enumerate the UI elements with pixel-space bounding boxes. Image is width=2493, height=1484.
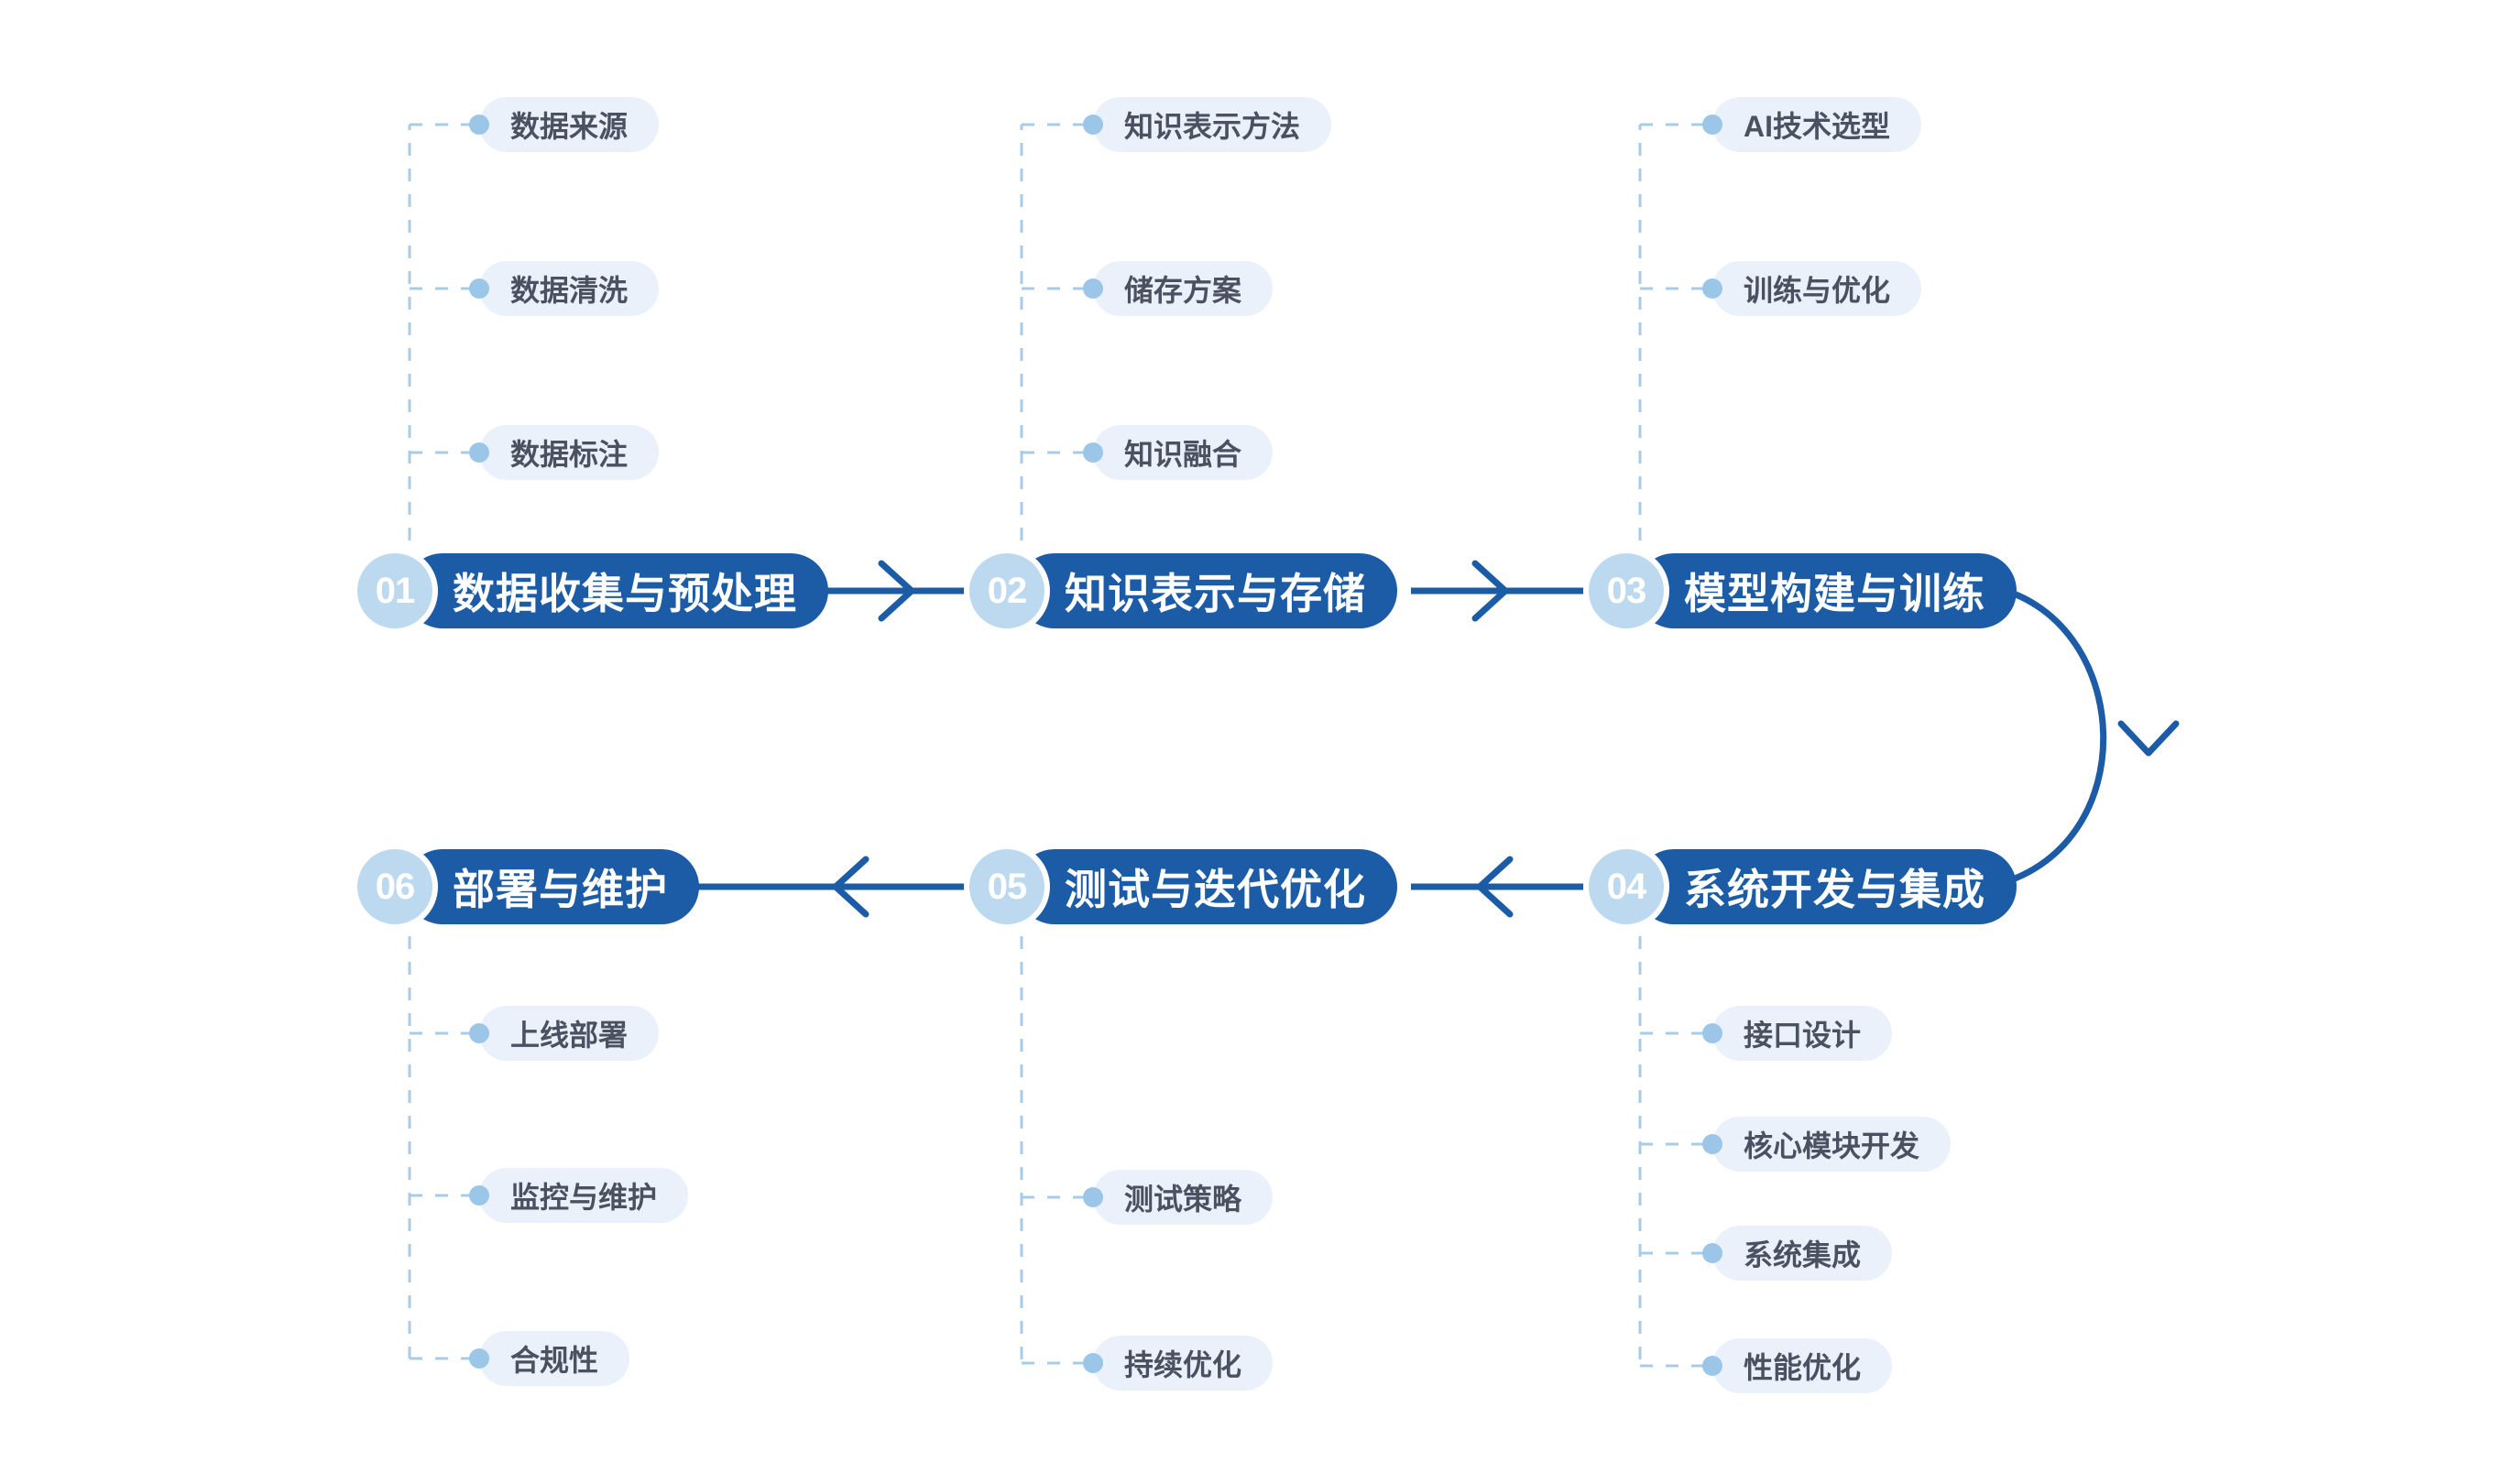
flow-arrow-03-to-04-curve [1985, 583, 2180, 890]
sub-item-label: 知识融合 [1093, 425, 1274, 480]
stage-label: 数据收集与预处理 [405, 553, 828, 628]
stage-number-badge: 05 [969, 849, 1044, 924]
sub-item-label: 知识表示方法 [1093, 97, 1332, 152]
sub-item-stage02-1[interactable]: 知识表示方法 [1083, 97, 1332, 152]
stage-label: 模型构建与训练 [1636, 553, 2017, 628]
sub-item-label: 训练与优化 [1712, 261, 1922, 316]
dashed-tree-stage-04 [1638, 936, 1711, 1368]
sub-item-stage01-1[interactable]: 数据来源 [469, 97, 660, 152]
sub-item-stage06-1[interactable]: 上线部署 [469, 1006, 660, 1061]
bullet-dot-icon [469, 1185, 489, 1206]
sub-item-label: 监控与维护 [479, 1168, 689, 1223]
bullet-dot-icon [1702, 115, 1722, 135]
flow-arrow-01-to-02 [815, 560, 995, 622]
sub-item-label: 数据标注 [479, 425, 660, 480]
sub-item-label: 数据来源 [479, 97, 660, 152]
sub-item-label: AI技术选型 [1712, 97, 1922, 152]
stage-node-02[interactable]: 02 知识表示与存储 [969, 553, 1397, 628]
flow-arrow-02-to-03 [1411, 560, 1614, 622]
stage-label: 知识表示与存储 [1017, 553, 1397, 628]
bullet-dot-icon [1083, 115, 1103, 135]
bullet-dot-icon [469, 278, 489, 299]
sub-item-stage01-3[interactable]: 数据标注 [469, 425, 660, 480]
sub-item-stage04-3[interactable]: 系统集成 [1702, 1226, 1893, 1281]
stage-label: 系统开发与集成 [1636, 849, 2017, 924]
sub-item-label: 合规性 [479, 1331, 630, 1386]
sub-item-stage04-2[interactable]: 核心模块开发 [1702, 1117, 1952, 1172]
sub-item-stage06-2[interactable]: 监控与维护 [469, 1168, 689, 1223]
stage-node-03[interactable]: 03 模型构建与训练 [1589, 553, 2017, 628]
bullet-dot-icon [1083, 1353, 1103, 1373]
stage-number-badge: 06 [357, 849, 432, 924]
stage-number-badge: 02 [969, 553, 1044, 628]
stage-number-badge: 04 [1589, 849, 1664, 924]
sub-item-label: 数据清洗 [479, 261, 660, 316]
sub-item-stage05-2[interactable]: 持续优化 [1083, 1336, 1274, 1391]
bullet-dot-icon [1702, 1356, 1722, 1376]
bullet-dot-icon [469, 1348, 489, 1369]
bullet-dot-icon [1083, 278, 1103, 299]
sub-item-stage04-1[interactable]: 接口设计 [1702, 1006, 1893, 1061]
sub-item-stage04-4[interactable]: 性能优化 [1702, 1338, 1893, 1393]
sub-item-label: 持续优化 [1093, 1336, 1274, 1391]
sub-item-label: 上线部署 [479, 1006, 660, 1061]
sub-item-label: 性能优化 [1712, 1338, 1893, 1393]
bullet-dot-icon [1702, 278, 1722, 299]
dashed-tree-stage-05 [1020, 936, 1092, 1365]
sub-item-stage05-1[interactable]: 测试策略 [1083, 1170, 1274, 1225]
bullet-dot-icon [1083, 442, 1103, 463]
dashed-tree-stage-03 [1638, 123, 1711, 540]
stage-number-badge: 01 [357, 553, 432, 628]
sub-item-stage03-1[interactable]: AI技术选型 [1702, 97, 1922, 152]
sub-item-label: 核心模块开发 [1712, 1117, 1952, 1172]
dashed-tree-stage-06 [408, 936, 478, 1360]
sub-item-stage02-3[interactable]: 知识融合 [1083, 425, 1274, 480]
stage-node-04[interactable]: 04 系统开发与集成 [1589, 849, 2017, 924]
stage-label: 测试与迭代优化 [1017, 849, 1397, 924]
bullet-dot-icon [1083, 1187, 1103, 1207]
bullet-dot-icon [1702, 1134, 1722, 1154]
sub-item-label: 系统集成 [1712, 1226, 1893, 1281]
bullet-dot-icon [1702, 1243, 1722, 1263]
bullet-dot-icon [469, 442, 489, 463]
bullet-dot-icon [469, 115, 489, 135]
sub-item-label: 储存方案 [1093, 261, 1274, 316]
bullet-dot-icon [1702, 1023, 1722, 1043]
stage-label: 部署与维护 [405, 849, 699, 924]
sub-item-stage01-2[interactable]: 数据清洗 [469, 261, 660, 316]
dashed-tree-stage-01 [408, 123, 478, 540]
sub-item-stage06-3[interactable]: 合规性 [469, 1331, 630, 1386]
flow-arrow-04-to-05 [1411, 856, 1614, 918]
sub-item-stage03-2[interactable]: 训练与优化 [1702, 261, 1922, 316]
bullet-dot-icon [469, 1023, 489, 1043]
flow-arrow-05-to-06 [696, 856, 995, 918]
stage-node-05[interactable]: 05 测试与迭代优化 [969, 849, 1397, 924]
stage-number-badge: 03 [1589, 553, 1664, 628]
sub-item-label: 测试策略 [1093, 1170, 1274, 1225]
sub-item-label: 接口设计 [1712, 1006, 1893, 1061]
dashed-tree-stage-02 [1020, 123, 1092, 540]
stage-node-01[interactable]: 01 数据收集与预处理 [357, 553, 828, 628]
sub-item-stage02-2[interactable]: 储存方案 [1083, 261, 1274, 316]
stage-node-06[interactable]: 06 部署与维护 [357, 849, 699, 924]
